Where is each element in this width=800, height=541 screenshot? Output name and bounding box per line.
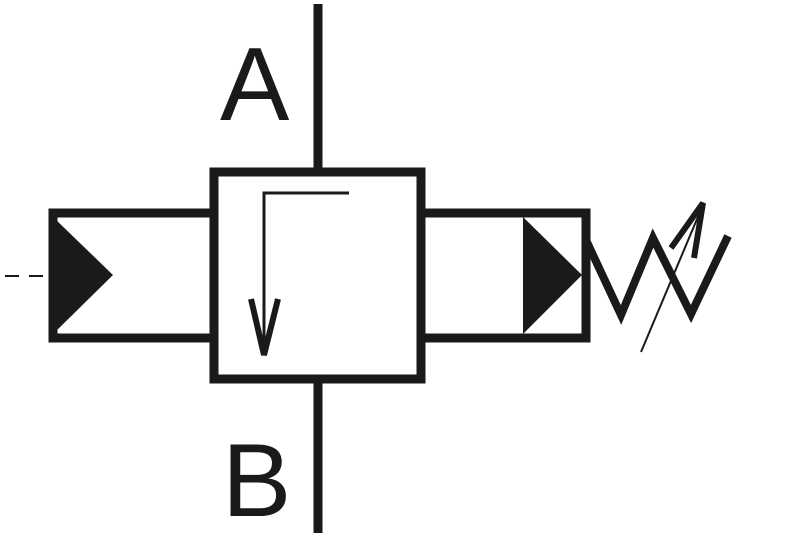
spring-icon [582,228,732,325]
flow-arrow-icon [248,298,281,356]
spring-adjust-line [640,211,701,353]
spring-adjust-arrow-icon [668,201,706,259]
flow-path-line [262,191,349,352]
right-actuator-box [416,208,591,343]
port-a-label: A [220,27,290,143]
right-pilot-triangle-icon [523,217,582,334]
left-pilot-triangle-icon [53,217,113,334]
port-b-label: B [222,423,291,539]
valve-body [209,167,426,384]
